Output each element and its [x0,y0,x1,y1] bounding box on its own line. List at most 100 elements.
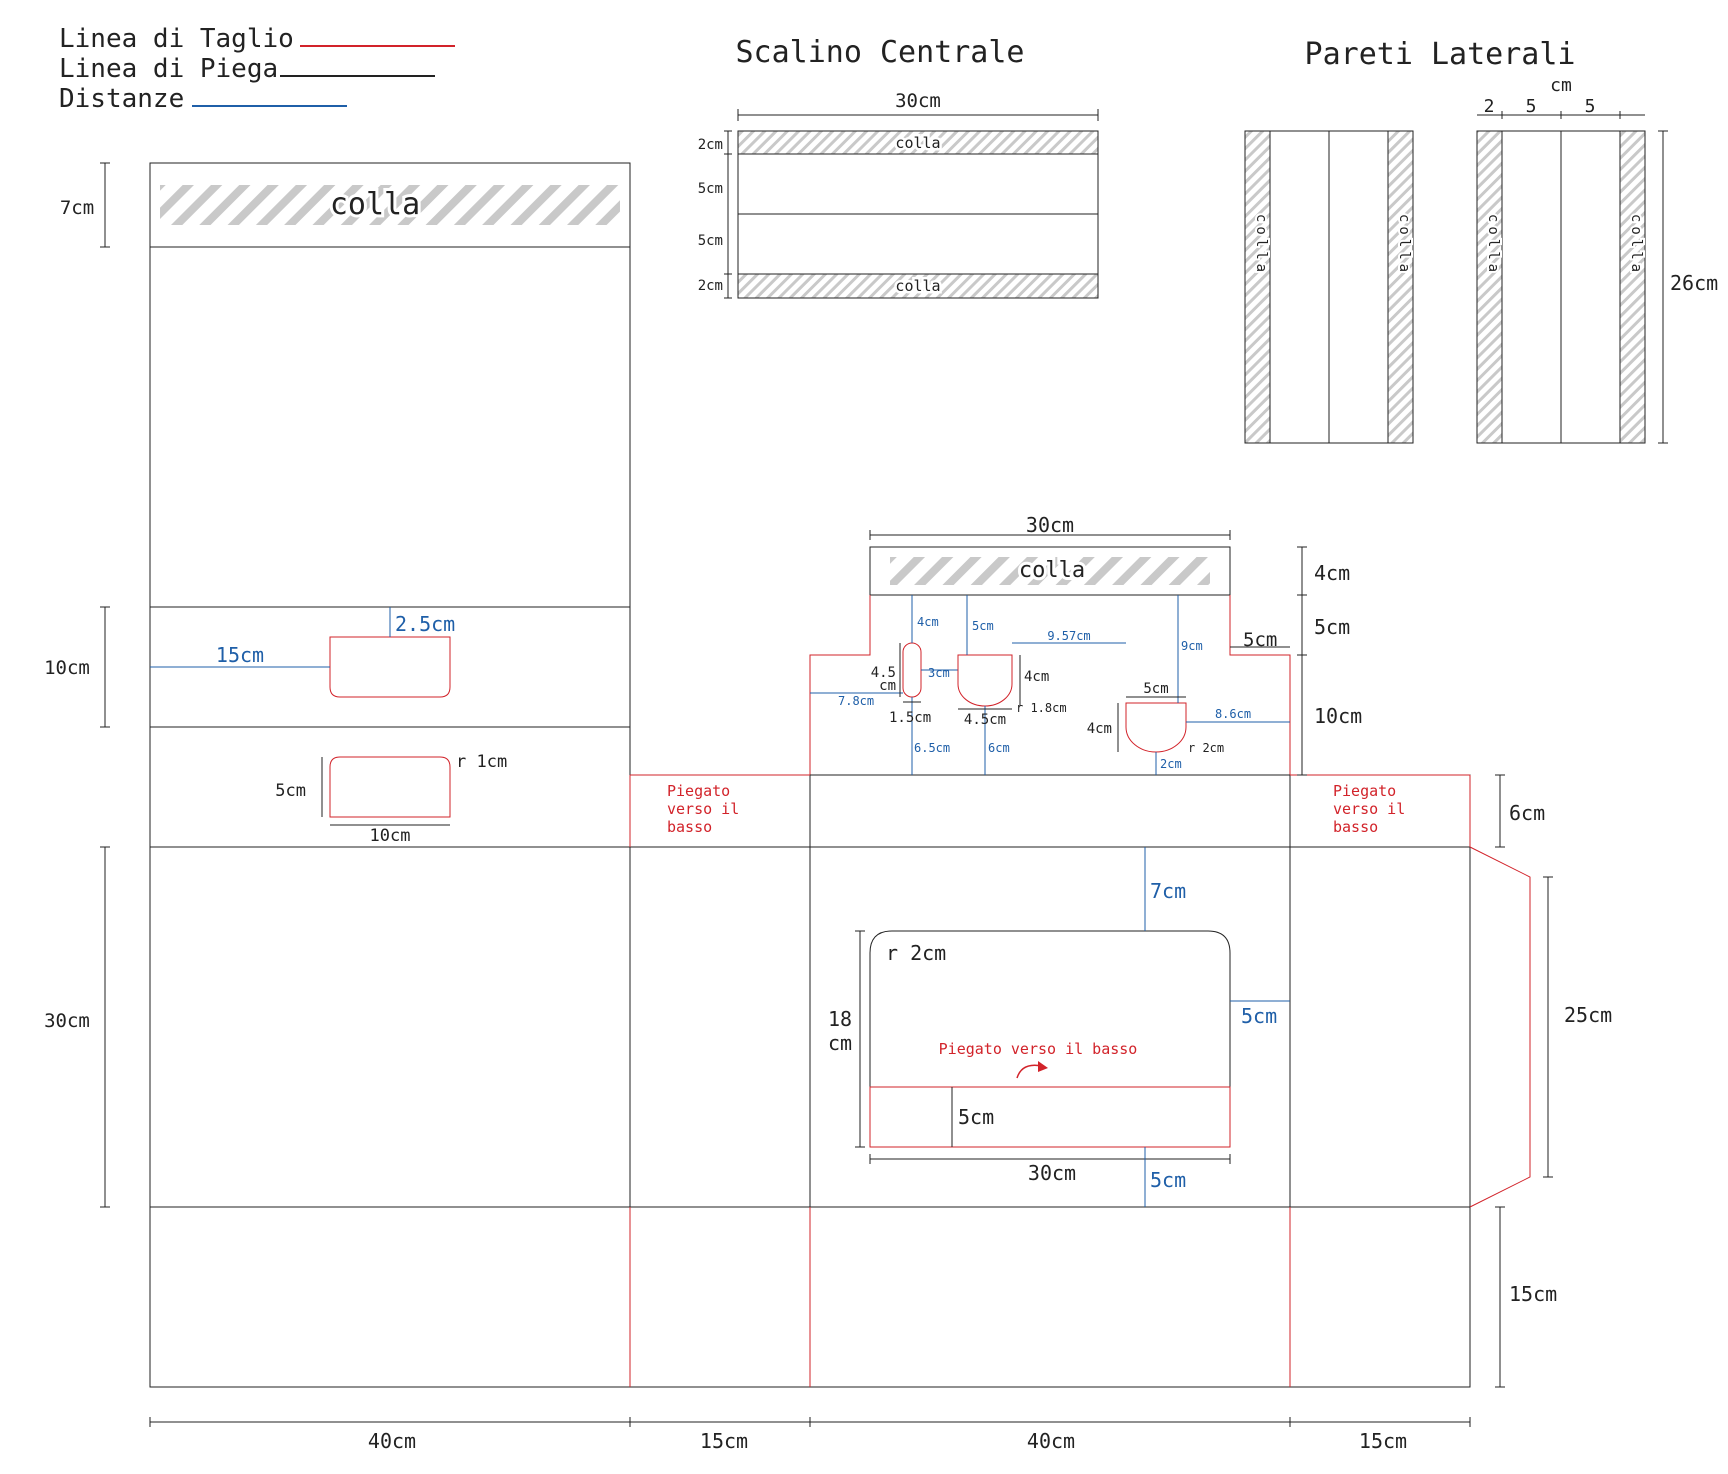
d-5cm-b-label: 5cm [1143,681,1168,697]
parete-b-glue-right-label: colla [1628,214,1644,276]
left-hole1-top-label: 2.5cm [395,612,455,636]
pareti-w2-label: 5 [1526,96,1537,117]
scalino-glue-bottom [737,273,1099,299]
d-45w-label: 4.5cm [964,712,1006,728]
window-bottom5-label: 5cm [1150,1168,1186,1192]
left-hole-1 [329,636,451,698]
window-fold-label: Piegato verso il basso [939,1040,1138,1058]
scalino-h1-label: 2cm [698,137,723,153]
pareti-title: Pareti Laterali [1305,37,1576,72]
fold-flap-left-line3: basso [667,818,712,836]
left-top-panel [149,246,631,608]
scalino-h2-label: 5cm [698,181,723,197]
d-65-label: 6.5cm [914,741,950,755]
center-h5-label: 5cm [1314,615,1350,639]
center-glue-hatch [890,557,1210,585]
left-glue-hatch [160,185,620,225]
d-4cm-b-label: 4cm [1024,669,1049,685]
pareti-w1-label: 2 [1484,96,1495,117]
left-hole2-height-label: 5cm [275,781,306,801]
d-45b-label: cm [879,678,896,694]
d-r18-label: r 1.8cm [1016,701,1067,715]
window-18a-label: 18 [828,1007,852,1031]
center-h6-label: 6cm [1509,801,1545,825]
d-2cm-label: 2cm [1160,757,1182,771]
d-4cm-label: 4cm [917,615,939,629]
right-tab [1469,846,1531,1208]
fold-flap-right-line3: basso [1333,818,1378,836]
scalino-glue-top-label: colla [895,134,940,152]
left-glue-label: colla [330,187,420,222]
center-glue-label: colla [1019,558,1085,583]
d-4cm-c-label: 4cm [1087,721,1112,737]
center-hglue-label: 4cm [1314,561,1350,585]
left-panel: colla 15cm 2.5cm 5cm 10cm r 1cm 7cm 10cm… [44,162,631,1208]
d-86-label: 8.6cm [1215,707,1251,721]
center-step-outline [809,595,1291,775]
d-45a-label: 4.5 [871,665,896,681]
bottom-d3-label: 40cm [1027,1429,1075,1453]
scalino-centrale: Scalino Centrale 30cm colla colla 2cm 5c… [698,35,1099,299]
center-step5-label: 5cm [1243,629,1277,651]
window-inner5-label: 5cm [958,1105,994,1129]
center-top-width-label: 30cm [1026,513,1074,537]
center-step: colla 30cm 5cm 4cm 5cm 10cm 4cm 6.5cm 7.… [809,513,1362,776]
legend-cut-label: Linea di Taglio [59,24,294,54]
fold-flap-left-line2: verso il [667,800,739,818]
bottom-dimensions: 40cm 15cm 40cm 15cm [149,1417,1471,1453]
d-15-label: 1.5cm [889,710,931,726]
d-5cm-label: 5cm [972,619,994,633]
scalino-title: Scalino Centrale [736,35,1025,70]
window-radius-label: r 2cm [886,941,946,965]
d-r2-label: r 2cm [1188,741,1224,755]
scalino-h3-label: 5cm [698,233,723,249]
scalino-glue-bottom-label: colla [895,277,940,295]
center-h10-label: 10cm [1314,704,1362,728]
d-78-label: 7.8cm [838,694,874,708]
parete-a-glue-left [1244,130,1271,444]
window-30-label: 30cm [1028,1161,1076,1185]
legend: Linea di Taglio Linea di Piega Distanze [59,24,455,114]
parete-b-glue-left [1476,130,1503,444]
d-957-label: 9.57cm [1047,629,1090,643]
left-hole1-left-label: 15cm [216,643,264,667]
bottom-d4-label: 15cm [1359,1429,1407,1453]
window-18b-label: cm [828,1031,852,1055]
fold-flap-right-line2: verso il [1333,800,1405,818]
center-h15-label: 15cm [1509,1282,1557,1306]
parete-a-glue-right [1387,130,1414,444]
d-3cm-label: 3cm [928,666,950,680]
window-top7-label: 7cm [1150,879,1186,903]
d-cut-1 [957,654,1013,707]
window-fold-tab [869,1086,1231,1148]
pareti-laterali: Pareti Laterali cm colla colla colla col… [1244,37,1718,444]
d-cut-2 [1125,702,1187,753]
parete-a-glue-right-label: colla [1396,214,1412,276]
left-h-mid-label: 10cm [44,657,90,679]
parete-a-glue-left-label: colla [1253,214,1269,276]
left-hole-2 [329,756,451,818]
d-6cm-label: 6cm [988,741,1010,755]
left-hole2-radius-label: r 1cm [456,752,507,772]
window-cut [869,930,1231,1147]
center-glue-flap [869,546,1231,596]
pareti-height-label: 26cm [1670,271,1718,295]
legend-distance-label: Distanze [59,84,184,114]
legend-fold-label: Linea di Piega [59,54,278,84]
left-h-main-label: 30cm [44,1010,90,1032]
center-h25-label: 25cm [1564,1003,1612,1027]
left-h-glue-label: 7cm [60,197,94,219]
center-window: 5cm r 2cm Piegato verso il basso 7cm 5cm… [828,847,1290,1207]
bottom-d1-label: 40cm [368,1429,416,1453]
main-strip: Piegato verso il basso Piegato verso il … [149,774,1612,1388]
window-side5-label: 5cm [1241,1004,1277,1028]
left-hole2-width-label: 10cm [370,826,411,846]
pareti-unit-label: cm [1550,75,1572,96]
scalino-width-label: 30cm [895,90,941,112]
scalino-h4-label: 2cm [698,278,723,294]
pareti-w3-label: 5 [1585,96,1596,117]
parete-b-glue-left-label: colla [1485,214,1501,276]
fold-flap-right-line1: Piegato [1333,782,1396,800]
fold-flap-left-line1: Piegato [667,782,730,800]
